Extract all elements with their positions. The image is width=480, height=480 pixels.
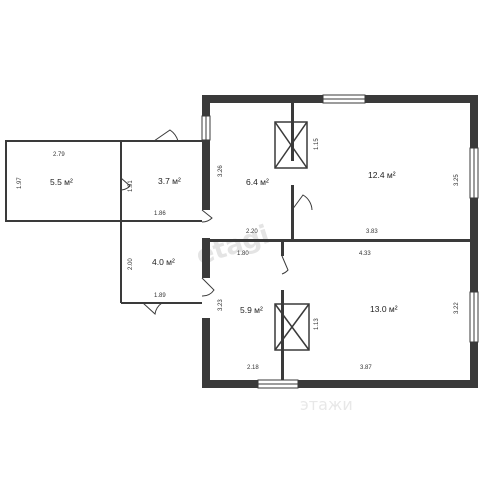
doors	[120, 129, 313, 316]
shaft-upper	[274, 121, 308, 169]
dim-1-97: 1.97	[17, 177, 23, 189]
room-area-6-4: 6.4 м²	[246, 177, 269, 187]
dim-2-20: 2.20	[246, 229, 258, 235]
room-area-5-5: 5.5 м²	[50, 177, 73, 187]
door-entry-top	[153, 129, 179, 142]
dim-2-18: 2.18	[247, 365, 259, 371]
dim-3-26: 3.26	[218, 165, 224, 177]
door-annex-main	[201, 209, 213, 223]
dim-3-25: 3.25	[454, 174, 460, 186]
dim-4-33: 4.33	[359, 251, 371, 257]
door-room-lower	[281, 255, 289, 275]
annex-walls	[5, 140, 202, 304]
door-kitchen	[291, 194, 313, 211]
dim-1-89: 1.89	[154, 293, 166, 299]
dim-3-87: 3.87	[360, 365, 372, 371]
dim-3-23: 3.23	[218, 299, 224, 311]
door-lower-annex	[142, 302, 163, 316]
room-area-5-9: 5.9 м²	[240, 305, 263, 315]
dim-3-22: 3.22	[454, 302, 460, 314]
room-area-13-0: 13.0 м²	[370, 304, 398, 314]
door-hall-lower	[201, 277, 215, 297]
dim-1-80: 1.80	[237, 251, 249, 257]
shaft-lower	[274, 303, 310, 351]
shafts	[274, 121, 310, 351]
dim-1-13: 1.13	[314, 318, 320, 330]
inner-walls	[210, 103, 470, 380]
watermark-text: этажи	[300, 395, 353, 414]
dim-1-86: 1.86	[154, 211, 166, 217]
dim-3-83: 3.83	[366, 229, 378, 235]
dim-1-91: 1.91	[128, 180, 134, 192]
room-area-3-7: 3.7 м²	[158, 176, 181, 186]
room-area-12-4: 12.4 м²	[368, 170, 396, 180]
dim-1-15: 1.15	[314, 138, 320, 150]
windows	[201, 94, 479, 389]
room-area-4-0: 4.0 м²	[152, 257, 175, 267]
dim-2-00: 2.00	[128, 258, 134, 270]
dim-2-79: 2.79	[53, 152, 65, 158]
door-annex-inner	[120, 177, 131, 191]
